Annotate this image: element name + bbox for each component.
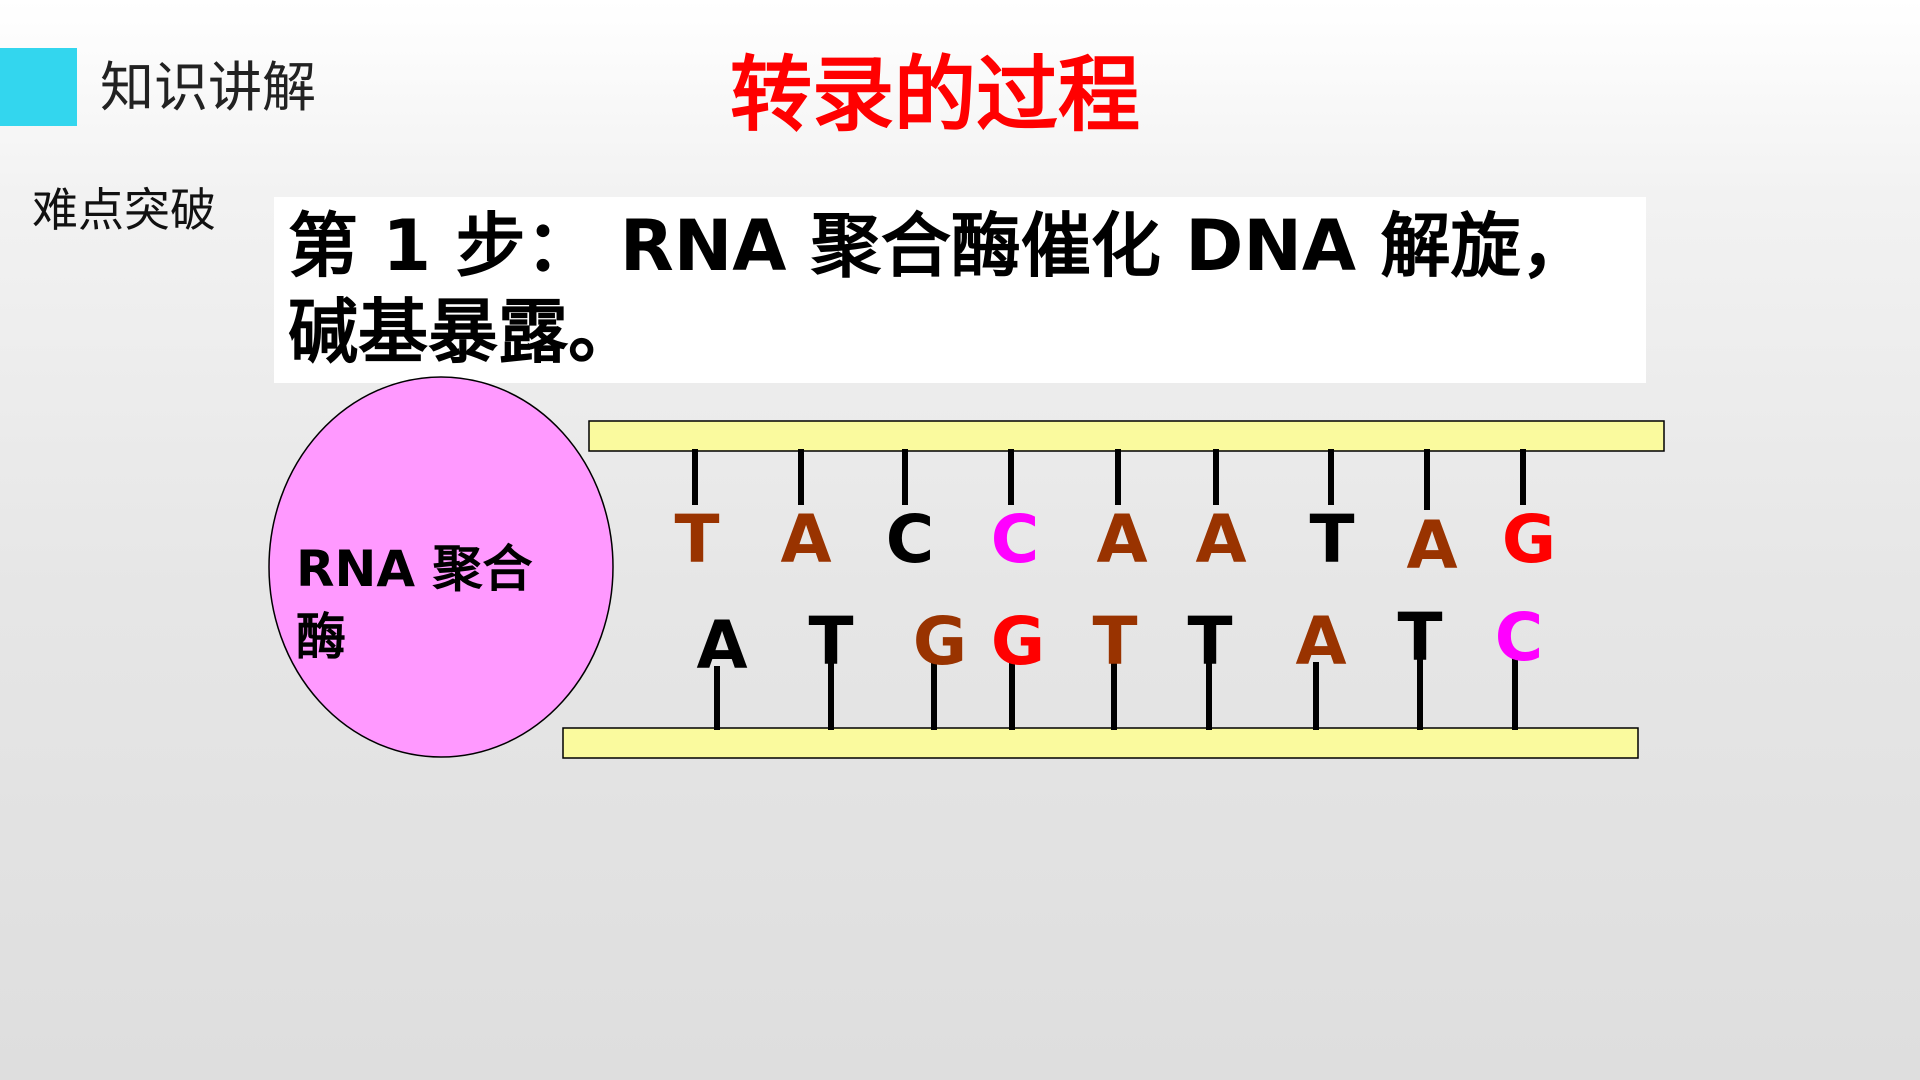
bottom-base-letter: T <box>808 603 853 680</box>
top-base-letter: A <box>1406 507 1457 584</box>
subsection-label: 难点突破 <box>32 183 216 237</box>
bottom-base-letter: G <box>991 603 1045 680</box>
bottom-base-letter: A <box>696 607 747 684</box>
step-text: 第 1 步： RNA 聚合酶催化 DNA 解旋，碱基暴露。 <box>288 205 1591 373</box>
top-base-letter: T <box>674 501 719 578</box>
top-base-letter: A <box>1096 501 1147 578</box>
accent-square <box>0 48 77 126</box>
bottom-base-letter: A <box>1295 603 1346 680</box>
dna-top-strand <box>588 420 1665 452</box>
step-box: 第 1 步： RNA 聚合酶催化 DNA 解旋，碱基暴露。 <box>274 197 1646 383</box>
rna-polymerase-label-line2: 酶 <box>296 608 346 666</box>
top-base-letter: A <box>1195 501 1246 578</box>
top-base-letter: A <box>780 501 831 578</box>
top-base-letter: C <box>991 501 1039 578</box>
rna-polymerase <box>268 376 614 758</box>
page-title: 转录的过程 <box>730 48 1141 143</box>
top-base-letter: C <box>886 501 934 578</box>
section-title: 知识讲解 <box>100 56 316 119</box>
bottom-base-letter: G <box>913 603 967 680</box>
bottom-base-letter: C <box>1495 599 1543 676</box>
bottom-base-letter: T <box>1092 603 1137 680</box>
top-base-letter: G <box>1502 501 1556 578</box>
dna-bottom-strand <box>562 727 1639 759</box>
bottom-base-letter: T <box>1397 599 1442 676</box>
rna-polymerase-label-line1: RNA 聚合 <box>296 540 532 598</box>
top-base-letter: T <box>1309 501 1354 578</box>
bottom-base-letter: T <box>1187 603 1232 680</box>
